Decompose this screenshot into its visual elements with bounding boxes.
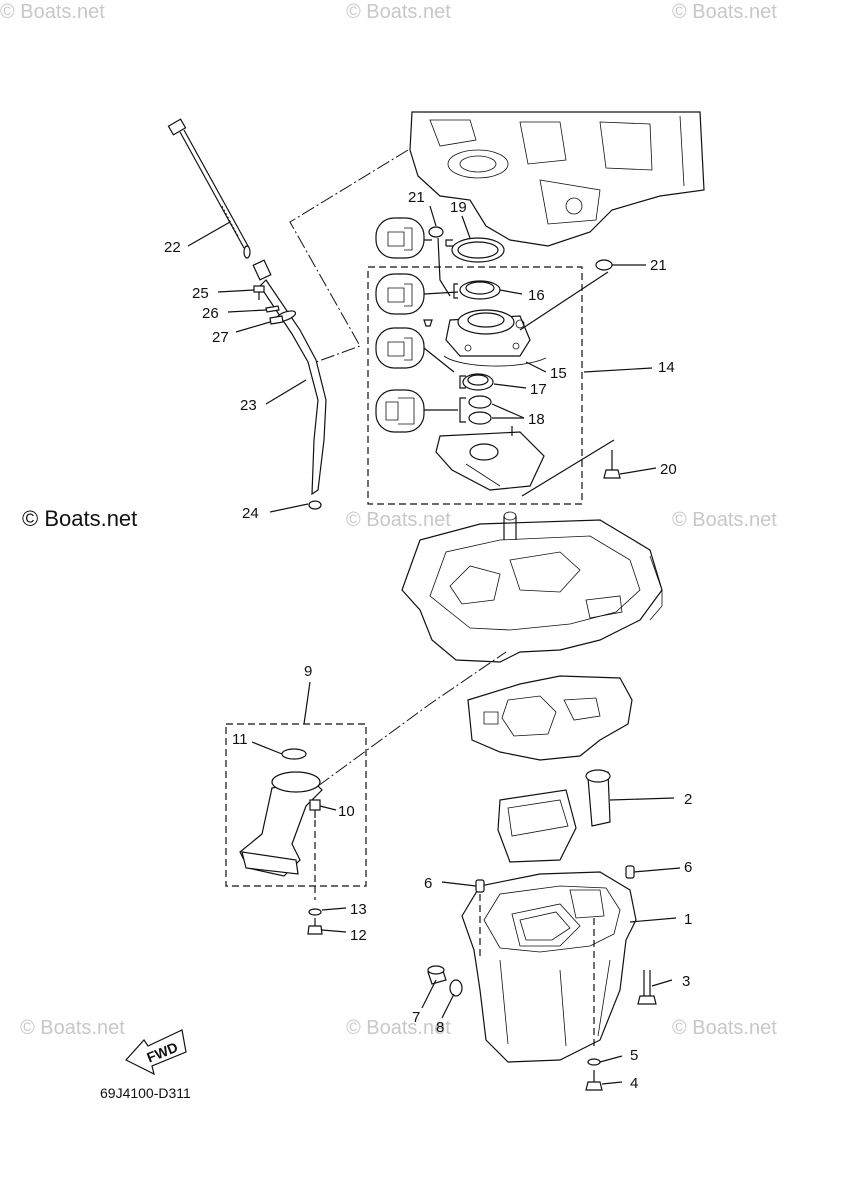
callout-9: 9	[304, 663, 312, 680]
bolt-25	[253, 285, 265, 300]
watermark: © Boats.net	[346, 1017, 451, 1039]
watermark-main: © Boats.net	[22, 506, 137, 531]
callout-21: 21	[408, 189, 425, 206]
dowel-pin-6	[475, 879, 485, 893]
callout-18: 18	[528, 411, 545, 428]
o-ring-21	[595, 259, 613, 271]
reference-line	[289, 149, 409, 363]
callout-2: 2	[684, 791, 692, 808]
callout-15: 15	[550, 365, 567, 382]
engine-block	[409, 111, 705, 247]
leader-line	[521, 439, 615, 497]
oil-pan-1	[461, 871, 637, 1063]
oil-seal-17	[462, 373, 494, 391]
callout-labels: 1 2 3 4 5 6 6 7 8 9 10 11 12 13 14 15 16…	[164, 189, 692, 1092]
leader-line	[519, 271, 609, 331]
callout-16: 16	[528, 287, 545, 304]
dipstick-guide-tube	[252, 259, 327, 510]
dipstick	[167, 118, 251, 259]
callout-13: 13	[350, 901, 367, 918]
lower-seal-housing	[435, 426, 545, 491]
callout-6: 6	[684, 859, 692, 876]
callout-27: 27	[212, 329, 229, 346]
screw	[423, 319, 433, 327]
exhaust-guide	[401, 511, 663, 663]
callout-leaders	[187, 205, 681, 1085]
dowel-pin-6	[625, 865, 635, 879]
bolt-12	[307, 918, 323, 935]
seal-orientation-detail	[375, 217, 425, 433]
callout-1: 1	[684, 911, 692, 928]
callout-10: 10	[338, 803, 355, 820]
callout-6: 6	[424, 875, 432, 892]
leader-line	[437, 237, 451, 297]
clip-27	[269, 315, 284, 325]
watermark: © Boats.net	[672, 509, 777, 531]
bolt-10	[309, 799, 321, 818]
callout-12: 12	[350, 927, 367, 944]
washer-26	[265, 305, 280, 313]
gasket	[467, 675, 633, 761]
oil-seal-19	[451, 237, 505, 263]
callout-26: 26	[202, 305, 219, 322]
watermark: © Boats.net	[672, 1, 777, 23]
callout-21: 21	[650, 257, 667, 274]
callout-14: 14	[658, 359, 675, 376]
watermark: © Boats.net	[672, 1017, 777, 1039]
gasket-8	[449, 979, 463, 997]
oil-seal-16	[459, 280, 501, 300]
watermark: © Boats.net	[0, 1, 105, 23]
callout-20: 20	[660, 461, 677, 478]
callout-25: 25	[192, 285, 209, 302]
watermark: © Boats.net	[346, 1, 451, 23]
bolt-3	[637, 970, 657, 1005]
seal-housing-15	[443, 309, 547, 367]
oil-seal-18	[468, 395, 492, 425]
watermark: © Boats.net	[20, 1017, 125, 1039]
o-ring-21	[428, 226, 444, 238]
drain-plug-7	[427, 965, 447, 985]
callout-19: 19	[450, 199, 467, 216]
reference-line	[317, 651, 507, 787]
callout-4: 4	[630, 1075, 638, 1092]
assembly-9-outline	[225, 723, 367, 887]
callout-24: 24	[242, 505, 259, 522]
washer-13	[308, 908, 322, 916]
callout-3: 3	[682, 973, 690, 990]
assembly-14-outline	[367, 266, 583, 505]
callout-23: 23	[240, 397, 257, 414]
diagram-code: 69J4100-D311	[100, 1085, 191, 1101]
callout-17: 17	[530, 381, 547, 398]
muffler-seal-2	[497, 769, 611, 863]
callout-11: 11	[232, 731, 248, 748]
callout-7: 7	[412, 1009, 420, 1026]
callout-5: 5	[630, 1047, 638, 1064]
fwd-arrow-icon: FWD	[125, 1029, 187, 1076]
callout-8: 8	[436, 1019, 444, 1036]
oil-strainer	[239, 748, 323, 877]
watermark: © Boats.net	[346, 509, 451, 531]
bolt-20	[603, 450, 621, 479]
washer-5	[587, 1058, 601, 1066]
callout-22: 22	[164, 239, 181, 256]
drain-bolt-4	[585, 1070, 603, 1091]
